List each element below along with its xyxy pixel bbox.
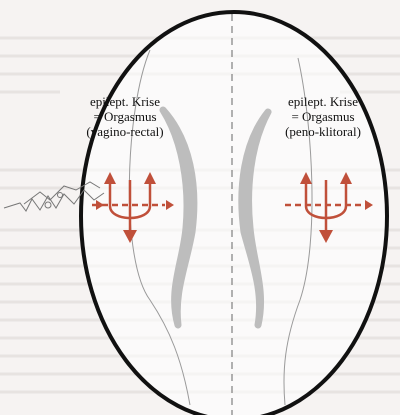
label-left: epilept. Krise = Orgasmus (vagino-rectal… [70, 94, 180, 139]
label-left-line1: epilept. Krise [70, 94, 180, 109]
label-right-line1: epilept. Krise [268, 94, 378, 109]
label-right-line3: (peno-klitoral) [268, 124, 378, 139]
label-right-line2: = Orgasmus [268, 109, 378, 124]
label-right: epilept. Krise = Orgasmus (peno-klitoral… [268, 94, 378, 139]
label-left-line2: = Orgasmus [70, 109, 180, 124]
label-left-line3: (vagino-rectal) [70, 124, 180, 139]
